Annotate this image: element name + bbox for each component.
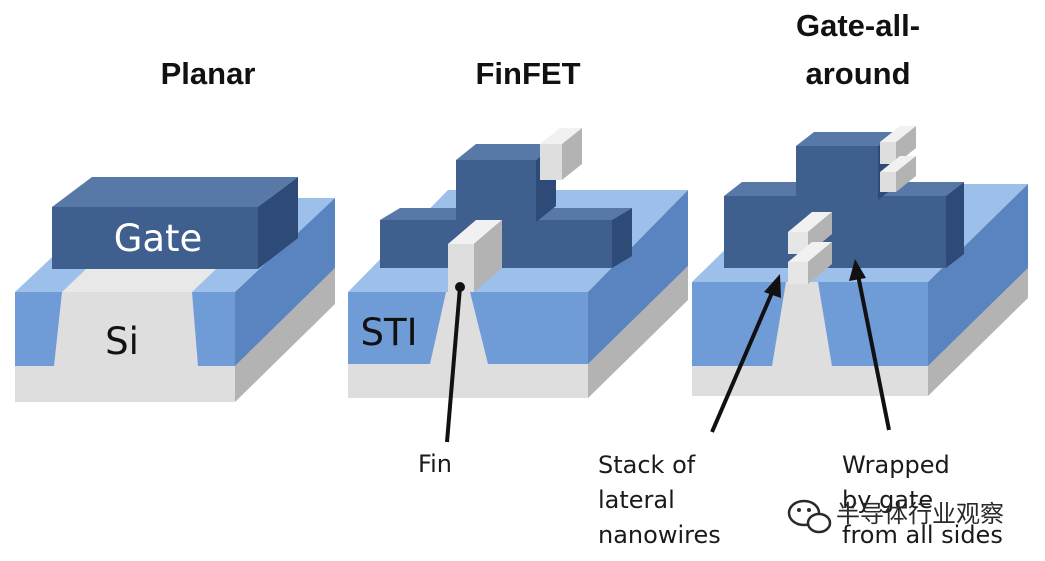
finfet-gate-lower-side (612, 208, 632, 268)
gaa-wire-back-2-side (896, 156, 916, 192)
watermark-text: 半导体行业观察 (836, 500, 1004, 528)
gaa-gate-lower-front (724, 196, 946, 268)
wrapped-label-line3: from all sides (842, 521, 1003, 549)
finfet-fin-trench (430, 292, 488, 364)
gate-label: Gate (114, 217, 203, 260)
finfet-fin-front-side (474, 220, 502, 292)
gaa-trench (772, 282, 832, 366)
stack-arrow-line (710, 287, 776, 433)
planar-gate-top (52, 177, 298, 207)
planar-gate-front (52, 207, 258, 269)
finfet-gate-upper-front (456, 160, 536, 222)
finfet-fin-front-top (448, 220, 502, 244)
stack-arrow-head (764, 274, 781, 298)
stack-label-line3: nanowires (598, 521, 721, 549)
gaa-wire-front-2-side (808, 242, 832, 284)
finfet-oxide-side (588, 190, 688, 364)
gaa-substrate-side (928, 268, 1028, 396)
gaa-wire-back-1-side (896, 126, 916, 164)
finfet-fin-back-front (540, 144, 562, 180)
gaa-wire-back-2 (880, 172, 896, 192)
wechat-icon (787, 499, 832, 534)
planar-oxide-side (235, 198, 335, 366)
planar-substrate-front (15, 366, 235, 402)
finfet-substrate-front (348, 364, 588, 398)
wrapped-arrow-head (849, 259, 866, 281)
finfet-fin-back (540, 128, 582, 144)
watermark: 半导体行业观察 (787, 499, 1004, 534)
gaa-wire-front-1-top (788, 212, 832, 232)
gaa-wire-back-1-top (880, 126, 916, 142)
gaa-wire-front-2-top (788, 242, 832, 262)
finfet-substrate-side (588, 266, 688, 398)
si-label: Si (105, 320, 139, 363)
planar-gate-side (258, 177, 298, 269)
title-gaa-line2: around (805, 56, 910, 91)
finfet-gate-upper-top (456, 144, 556, 160)
gaa-wire-back-2-top (880, 156, 916, 172)
planar-substrate-side (235, 268, 335, 402)
gaa-oxide-side (928, 184, 1028, 366)
gaa-gate-upper-front (796, 146, 878, 200)
planar-channel-front (54, 292, 198, 366)
gaa-device: Stack of lateral nanowires Wrapped by ga… (598, 126, 1028, 549)
fin-label: Fin (418, 450, 452, 478)
wrapped-label-line1: Wrapped (842, 451, 950, 479)
title-gaa-line1: Gate-all- (796, 8, 920, 43)
stack-label-line1: Stack of (598, 451, 696, 479)
wrapped-label-line2: by gate (842, 486, 933, 514)
finfet-device: STI Fin (348, 128, 688, 478)
stack-label-line2: lateral (598, 486, 675, 514)
gaa-wire-back-1 (880, 142, 896, 164)
finfet-fin-back-side (562, 128, 582, 180)
gaa-wire-front-2 (788, 262, 808, 284)
wrapped-arrow-line (856, 274, 891, 431)
sti-label: STI (361, 311, 418, 354)
gaa-wire-front-1 (788, 232, 808, 254)
fin-callout-line (445, 286, 462, 443)
planar-device: Gate Si (15, 177, 335, 402)
title-planar: Planar (161, 56, 256, 91)
title-finfet: FinFET (475, 56, 580, 91)
gaa-gate-upper-top (796, 132, 896, 146)
gaa-gate-lower-side (946, 182, 964, 268)
